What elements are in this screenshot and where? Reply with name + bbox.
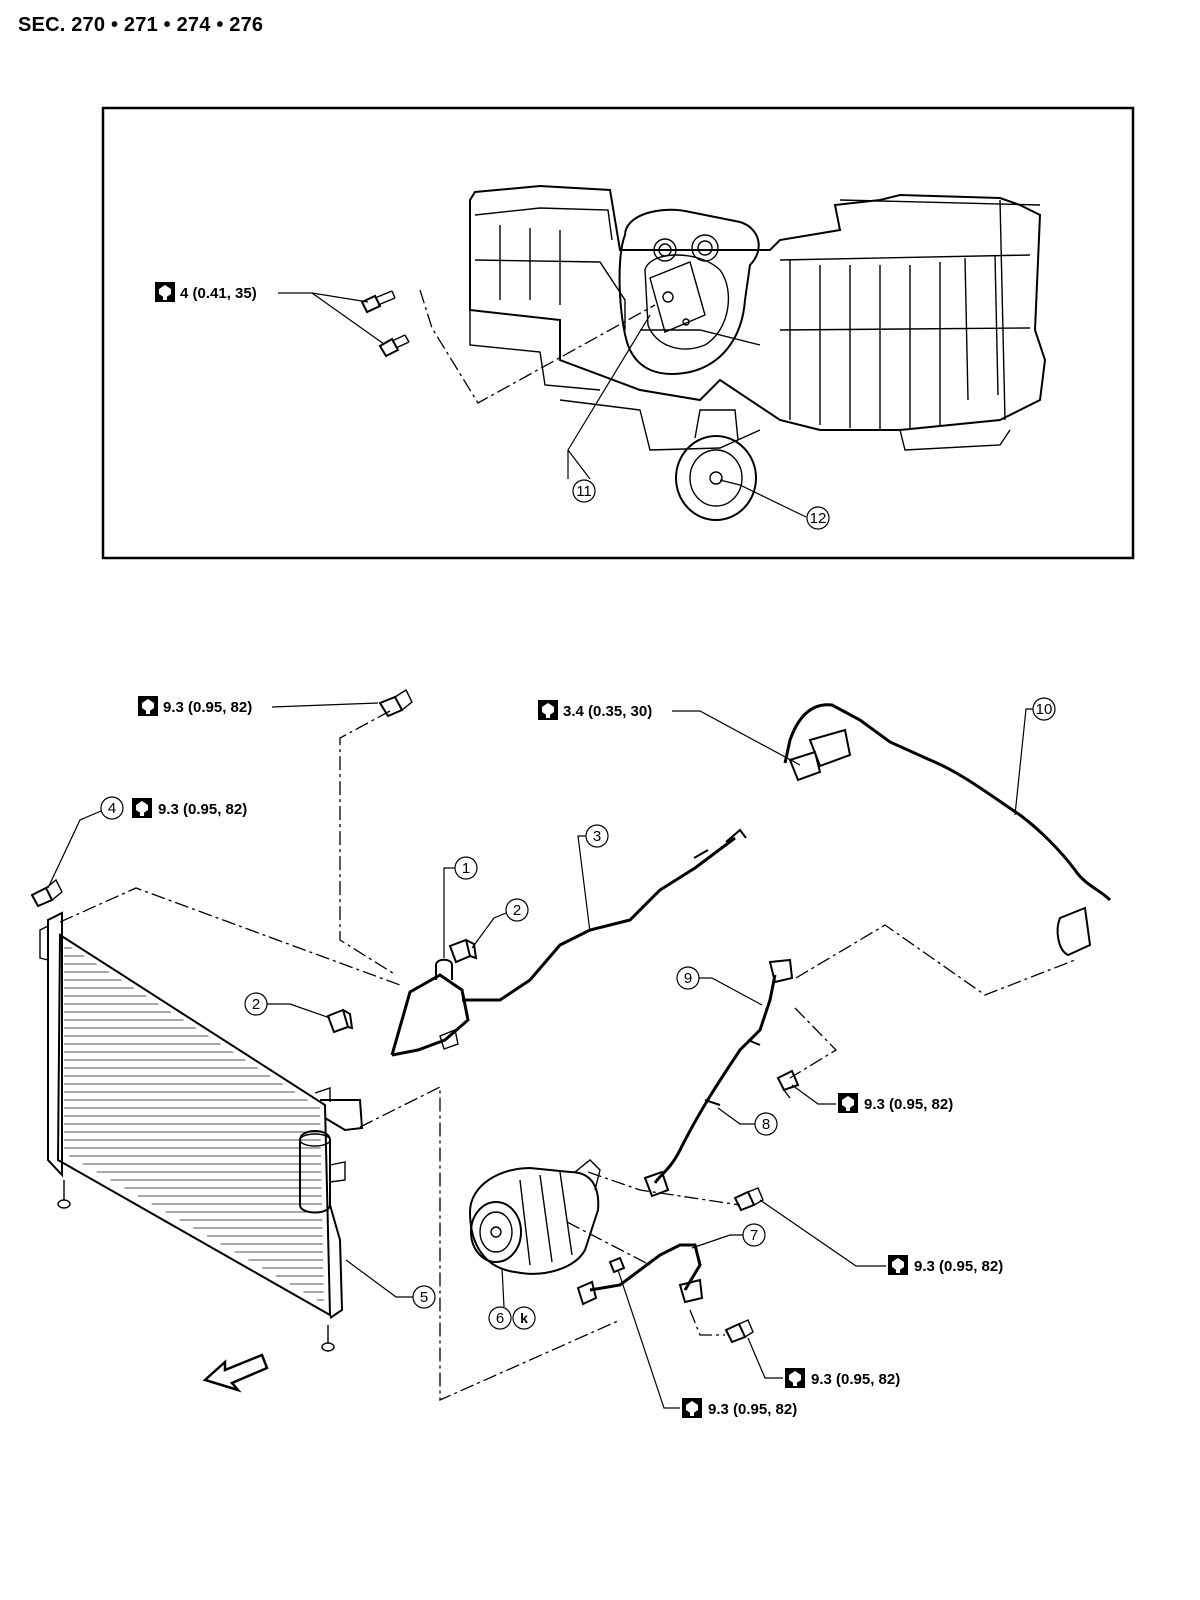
tightening-torque-icon [538, 700, 558, 720]
leader-line [267, 1003, 331, 1019]
leader-line [691, 1234, 743, 1249]
tightening-torque-icon [838, 1093, 858, 1113]
callout-8-label: 8 [762, 1116, 770, 1133]
low-pressure-pipe [783, 703, 1112, 957]
leader-line [501, 1267, 505, 1308]
leader-line [717, 1107, 755, 1125]
callout-2-upper [505, 898, 529, 922]
torque-spec-3: 3.4 (0.35, 30) [563, 703, 652, 720]
discharge-hose [576, 1243, 704, 1306]
callout-3-label: 3 [593, 828, 601, 845]
centerline [587, 1171, 741, 1206]
leader-line [672, 710, 801, 766]
callout-2-lower-label: 2 [252, 996, 260, 1013]
tightening-torque-icon [155, 282, 175, 302]
bolt [733, 1187, 764, 1212]
callout-k [512, 1306, 536, 1330]
torque-spec-6: 9.3 (0.95, 82) [811, 1371, 900, 1388]
callout-11-label: 11 [576, 483, 592, 500]
inset-centerline [419, 289, 656, 404]
torque-spec-5: 9.3 (0.95, 82) [914, 1258, 1003, 1275]
callout-2-upper-label: 2 [513, 902, 521, 919]
leader-line [567, 449, 591, 480]
tightening-torque-icon [138, 696, 158, 716]
tightening-torque-icon [888, 1255, 908, 1275]
leader-line [271, 702, 379, 708]
callout-5-label: 5 [420, 1289, 428, 1306]
torque-spec-top: 4 (0.41, 35) [180, 285, 257, 302]
tightening-torque-icon [785, 1368, 805, 1388]
leader-line [345, 1259, 413, 1298]
leader-line [719, 479, 807, 518]
leader-line [617, 1269, 680, 1409]
tightening-torque-icon [132, 798, 152, 818]
high-pressure-flexible-hose [643, 958, 794, 1198]
callout-k-label: k [520, 1310, 528, 1326]
callout-10-label: 10 [1036, 701, 1053, 718]
compressor [468, 1159, 601, 1275]
torque-spec-4: 9.3 (0.95, 82) [864, 1096, 953, 1113]
leader-line [471, 912, 507, 949]
front-arrow-icon [202, 1353, 269, 1393]
inset-frame [101, 106, 1135, 560]
centerline [359, 1085, 621, 1402]
section-title: SEC. 270 • 271 • 274 • 276 [18, 14, 264, 36]
callout-11 [572, 479, 596, 503]
tightening-torque-icon [682, 1398, 702, 1418]
refrigerant-pressure-sensor [30, 878, 63, 908]
callout-4 [100, 796, 124, 820]
centerline [339, 710, 397, 976]
callout-4-label: 4 [108, 800, 116, 817]
callout-12 [806, 506, 830, 530]
bolt [378, 688, 413, 718]
torque-spec-1: 9.3 (0.95, 82) [163, 699, 252, 716]
liquid-tube [390, 828, 747, 1057]
centerline [789, 1007, 838, 1079]
torque-spec-7: 9.3 (0.95, 82) [708, 1401, 797, 1418]
centerline [689, 1309, 725, 1336]
leader-line [699, 977, 763, 1006]
leader-line [759, 1199, 886, 1267]
centerline [59, 887, 401, 986]
callout-12-label: 12 [810, 510, 827, 527]
callout-9-label: 9 [684, 970, 692, 987]
leader-line [747, 1337, 783, 1379]
torque-spec-2: 9.3 (0.95, 82) [158, 801, 247, 818]
leader-line [791, 1084, 836, 1105]
condenser [39, 911, 364, 1352]
leader-line [1014, 708, 1033, 816]
centerline [795, 924, 1076, 996]
leader-line [443, 867, 455, 958]
bolt [776, 1069, 800, 1099]
callout-7-label: 7 [750, 1227, 758, 1244]
clip [448, 938, 478, 964]
leader-line [577, 835, 591, 933]
callout-6 [488, 1306, 512, 1330]
bolt-pair [360, 290, 410, 358]
clip [326, 1008, 354, 1034]
centerline [566, 1221, 651, 1266]
leader-line [567, 314, 651, 479]
leader-line [47, 810, 102, 889]
bolt [724, 1319, 754, 1344]
leader-line [278, 292, 385, 345]
callout-6-label: 6 [496, 1310, 504, 1327]
callout-1-label: 1 [462, 860, 470, 877]
heater-cooling-unit [469, 184, 1047, 521]
